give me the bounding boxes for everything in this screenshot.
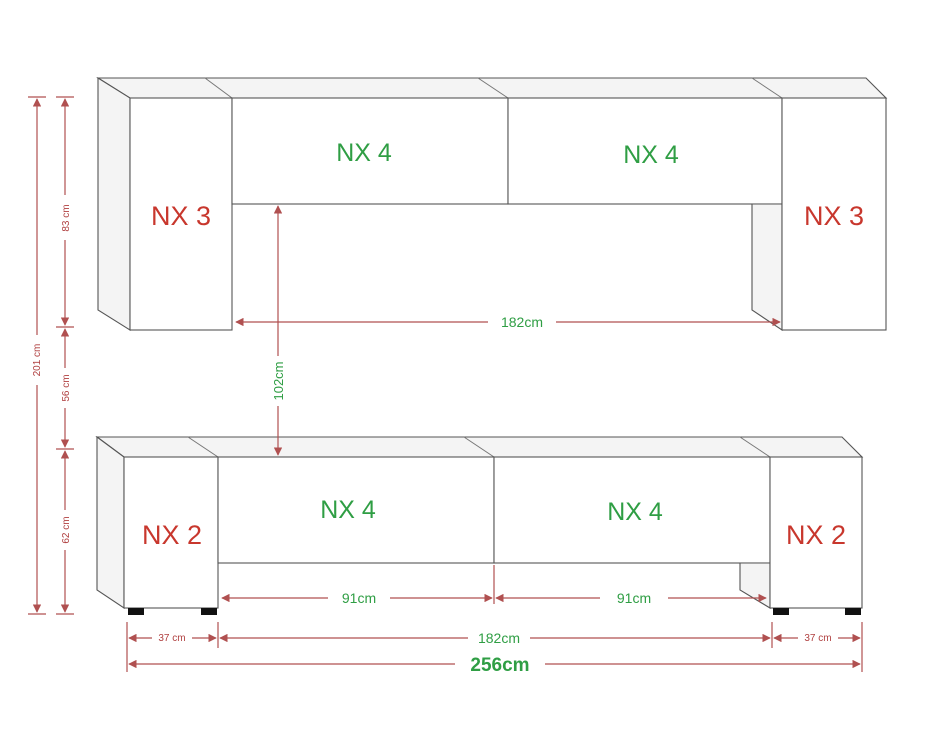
- dim-lower-height-label: 62 cm: [61, 516, 72, 543]
- dim-lower-mid-left-label: 91cm: [342, 590, 376, 606]
- foot: [773, 608, 789, 615]
- upper-mid-right-label: NX 4: [623, 141, 679, 169]
- dim-total-height-label: 201 cm: [32, 344, 43, 377]
- lower-right-cabinet: [769, 456, 863, 609]
- lower-right-label: NX 2: [786, 520, 846, 550]
- upper-mid-left-label: NX 4: [336, 139, 392, 167]
- upper-left-label: NX 3: [151, 201, 211, 231]
- foot: [845, 608, 861, 615]
- dim-lower-mid-right-width: 91cm: [495, 590, 767, 606]
- lower-left-cabinet-side: [96, 435, 125, 610]
- foot: [128, 608, 144, 615]
- dim-total-height: 201 cm: [28, 96, 46, 615]
- dim-lower-mid-left-width: 91cm: [221, 565, 495, 606]
- dim-total-width: 256cm: [128, 655, 861, 676]
- dim-middle-gap-label: 56 cm: [61, 374, 72, 401]
- foot: [201, 608, 217, 615]
- upper-right-cabinet: [781, 97, 887, 331]
- lower-left-label: NX 2: [142, 520, 202, 550]
- dim-lower-width-label: 182cm: [478, 630, 520, 646]
- dim-middle-gap: 56 cm: [56, 328, 74, 450]
- lower-mid-right-cabinet: [493, 456, 771, 564]
- lower-right-cabinet-side: [739, 562, 771, 609]
- dim-upper-height-label: 83 cm: [61, 204, 72, 231]
- dim-upper-height: 83 cm: [56, 96, 74, 328]
- upper-mid-right-cabinet: [507, 97, 783, 205]
- dim-gap-height-label: 102cm: [271, 361, 286, 400]
- dim-upper-width: 182cm: [235, 314, 781, 330]
- dim-gap-height: 102cm: [271, 205, 286, 456]
- lower-assembly: [95, 435, 864, 615]
- upper-right-cabinet-side: [751, 203, 783, 332]
- upper-mid-left-cabinet: [231, 97, 509, 205]
- dim-left-depth-label: 37 cm: [158, 633, 185, 644]
- upper-right-label: NX 3: [804, 201, 864, 231]
- dim-right-depth: 37 cm: [773, 633, 861, 644]
- lower-mid-left-cabinet: [217, 456, 495, 564]
- upper-left-cabinet: [129, 97, 233, 331]
- dim-lower-width: 182cm: [219, 630, 771, 646]
- dim-left-depth: 37 cm: [128, 633, 217, 644]
- upper-assembly: [96, 77, 888, 332]
- dim-right-depth-label: 37 cm: [804, 633, 831, 644]
- upper-left-cabinet-side: [97, 77, 131, 331]
- dim-lower-mid-right-label: 91cm: [617, 590, 651, 606]
- dim-total-width-label: 256cm: [470, 655, 529, 676]
- dim-lower-height: 62 cm: [56, 450, 74, 615]
- lower-left-cabinet: [123, 456, 219, 609]
- lower-mid-right-label: NX 4: [607, 498, 663, 526]
- lower-mid-left-label: NX 4: [320, 496, 376, 524]
- dim-upper-width-label: 182cm: [501, 314, 543, 330]
